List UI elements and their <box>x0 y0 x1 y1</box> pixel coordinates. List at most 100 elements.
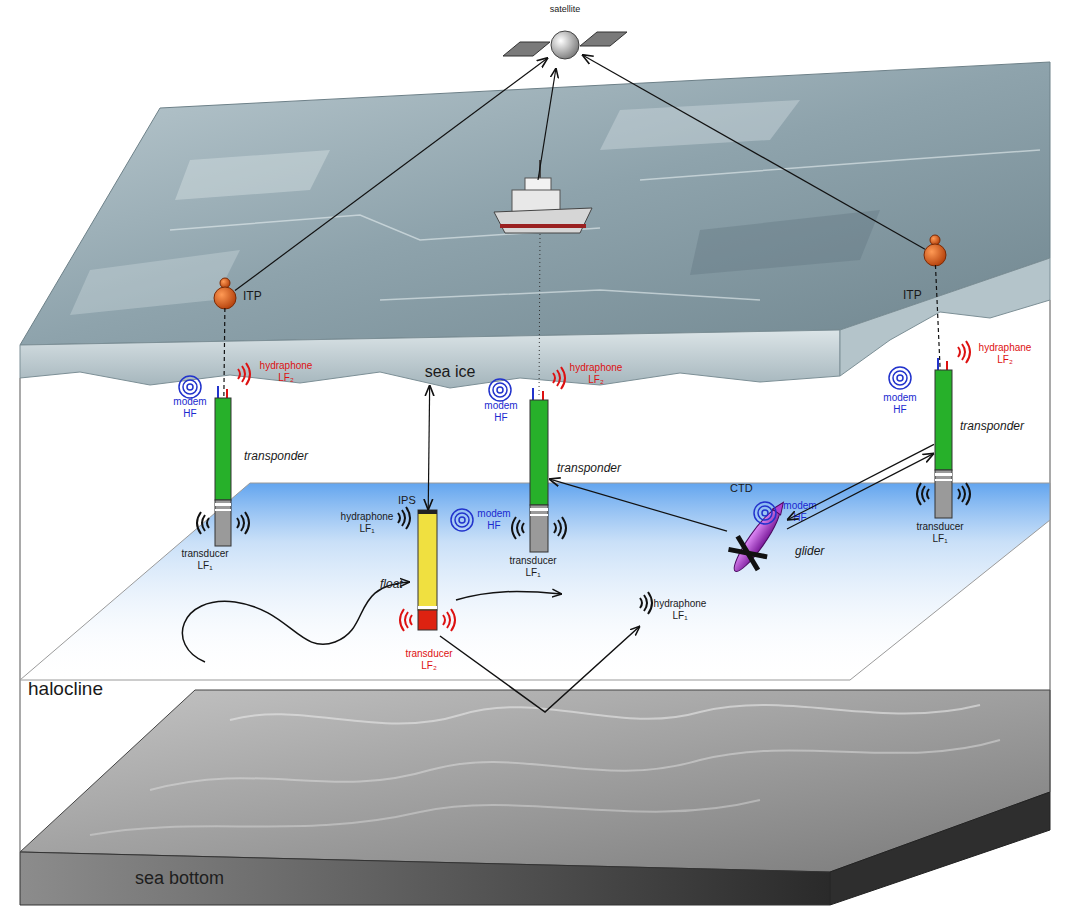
transducer-symbol <box>443 609 455 631</box>
frame-line <box>20 378 21 852</box>
ship-icon <box>512 190 560 212</box>
hydrophone-symbol <box>553 367 565 389</box>
hydrophone-symbol <box>398 507 410 529</box>
part-label: modem HF <box>782 500 818 523</box>
transponder-body <box>226 389 228 398</box>
transducer-symbol <box>512 517 524 539</box>
float-trajectory <box>440 626 640 712</box>
float-trajectory <box>456 592 562 600</box>
instrument-node: satellite <box>548 28 582 62</box>
link-arrow <box>428 385 429 510</box>
transponder-body <box>542 391 544 400</box>
node-label: float <box>380 578 403 592</box>
transponder-body <box>935 479 952 481</box>
node-label: glider <box>795 545 824 559</box>
frame-line <box>20 300 1050 852</box>
link-arrow <box>582 55 925 250</box>
part-label: IPS <box>398 494 428 507</box>
float-body <box>418 510 437 610</box>
halocline-plane <box>20 483 1050 680</box>
sea-bottom-block <box>150 740 1000 790</box>
sea-ice-slab <box>600 100 800 150</box>
transducer-symbol <box>237 512 249 534</box>
hydrophone-symbol <box>238 341 970 614</box>
transducer-symbol <box>400 609 412 631</box>
float-body <box>418 606 437 609</box>
link-arrow <box>787 444 934 520</box>
instrument-node: ITP <box>215 288 235 308</box>
sea-ice-slab <box>690 210 880 275</box>
instrument-node: ITP <box>925 245 945 265</box>
sea-ice-slab <box>20 330 840 388</box>
sea-bottom-block <box>230 705 980 724</box>
instrument-node: sea ice <box>20 330 840 385</box>
transponder-body <box>530 505 548 552</box>
float-trajectory <box>182 582 640 712</box>
part-label: modem HF <box>882 392 918 415</box>
instrument-node: glider <box>727 505 787 575</box>
itp-buoy <box>214 287 236 309</box>
node-label: transponder <box>960 420 1024 434</box>
part-label: modem HF <box>172 396 208 419</box>
node-label: sea ice <box>390 363 510 381</box>
transponder-body <box>937 358 939 370</box>
itp-buoy <box>924 244 946 266</box>
float-body <box>418 510 437 630</box>
transducer-symbol <box>958 483 970 505</box>
part-label: CTD <box>730 482 760 495</box>
sea-bottom-block <box>20 852 830 905</box>
sea-bottom-block <box>20 690 1050 872</box>
node-label: satellite <box>528 4 602 14</box>
transponder-body <box>935 473 952 476</box>
ship-icon <box>500 224 586 228</box>
instrument-node: float <box>418 510 437 630</box>
hydrophone-symbol <box>640 592 652 614</box>
glider-body <box>728 536 767 570</box>
hydrophone-symbol <box>958 341 970 363</box>
modem-symbol <box>889 367 911 389</box>
transponder-body <box>530 508 548 511</box>
sea-ice-slab <box>20 62 1050 388</box>
float-trajectory <box>182 582 410 662</box>
sea-ice-slab <box>840 258 1050 376</box>
link-arrow <box>235 58 548 291</box>
part-label: halocline <box>28 678 158 700</box>
modem-symbol <box>179 376 201 398</box>
transponder-body <box>215 398 231 500</box>
satellite-icon <box>503 42 550 56</box>
transponder-body <box>217 386 219 398</box>
part-label: hydraphone LF₁ <box>338 511 396 534</box>
instrument-node: transponder <box>934 370 953 518</box>
node-label: transponder <box>244 450 308 464</box>
transducer-symbol <box>917 483 929 505</box>
halocline-plane <box>20 483 1050 680</box>
ship-icon <box>494 160 592 233</box>
glider-body <box>729 504 786 575</box>
satellite-icon <box>551 31 579 59</box>
transponder-body <box>530 514 548 516</box>
sea-ice-slab <box>70 250 240 315</box>
transducer-symbol <box>197 512 209 534</box>
transducer-symbol <box>197 483 970 631</box>
transponder-body <box>532 388 534 400</box>
transponder-body <box>215 503 231 506</box>
sea-ice-slab <box>170 150 1040 300</box>
glider-body <box>728 536 767 570</box>
link-arrow <box>935 265 940 370</box>
ship-arrow <box>538 68 556 180</box>
transponder-body <box>215 500 231 546</box>
part-label: transducer LF₂ <box>400 648 458 671</box>
ship-icon <box>494 208 592 233</box>
part-label: hydraphone LF₂ <box>566 362 626 385</box>
hydrophone-symbol <box>238 363 250 385</box>
itp-buoy <box>214 235 946 309</box>
part-label: modem HF <box>476 508 512 531</box>
edge-group <box>224 55 940 532</box>
sea-ice-slab <box>175 150 330 200</box>
ship-arrow <box>538 68 556 180</box>
part-label: transducer LF₁ <box>177 548 233 571</box>
transponder-body <box>215 358 952 552</box>
part-label: sea bottom <box>135 868 285 889</box>
